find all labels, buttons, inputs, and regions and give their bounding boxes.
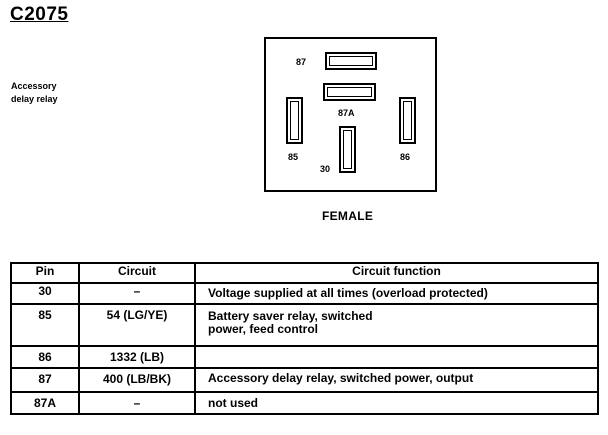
terminal-87a-label: 87A [338,108,355,118]
cell-pin: 87 [10,367,80,393]
cell-circuit: 1332 (LB) [78,345,196,369]
cell-function: Battery saver relay, switched power, fee… [194,303,599,347]
table-row: 85 54 (LG/YE) Battery saver relay, switc… [10,303,599,347]
header-function: Circuit function [194,262,599,284]
terminal-86 [399,97,416,144]
cell-function: Voltage supplied at all times (overload … [194,282,599,305]
description-line-2: delay relay [11,94,58,104]
table-row: 87A – not used [10,391,599,415]
terminal-85 [286,97,303,144]
view-label: FEMALE [322,209,374,223]
cell-pin: 87A [10,391,80,415]
cell-circuit: – [78,391,196,415]
cell-function: Accessory delay relay, switched power, o… [194,367,599,393]
description-line-1: Accessory [11,81,57,91]
terminal-87 [325,52,377,70]
cell-circuit: 54 (LG/YE) [78,303,196,347]
terminal-87-label: 87 [296,57,307,67]
function-line: Voltage supplied at all times (overload … [208,286,488,300]
terminal-86-label: 86 [400,152,411,162]
table-header-row: Pin Circuit Circuit function [10,262,599,284]
cell-pin: 85 [10,303,80,347]
header-circuit: Circuit [78,262,196,284]
cell-function [194,345,599,369]
function-line: not used [208,396,258,410]
table-row: 30 – Voltage supplied at all times (over… [10,282,599,305]
terminal-87a [323,83,376,101]
terminal-30-label: 30 [320,164,331,174]
table-row: 86 1332 (LB) [10,345,599,369]
cell-pin: 86 [10,345,80,369]
connector-face-diagram: 87 87A 85 30 86 [264,37,437,192]
pin-table: Pin Circuit Circuit function 30 – Voltag… [10,262,599,415]
connector-title: C2075 [10,4,69,25]
terminal-85-label: 85 [288,152,299,162]
connector-description: Accessory delay relay [11,80,58,106]
header-pin: Pin [10,262,80,284]
terminal-30 [339,126,356,173]
table-row: 87 400 (LB/BK) Accessory delay relay, sw… [10,367,599,393]
cell-circuit: 400 (LB/BK) [78,367,196,393]
function-line: Accessory delay relay, switched power, o… [208,371,474,385]
cell-pin: 30 [10,282,80,305]
function-line: Battery saver relay, switched [208,309,373,323]
function-line: power, feed control [208,322,319,336]
cell-function: not used [194,391,599,415]
cell-circuit: – [78,282,196,305]
